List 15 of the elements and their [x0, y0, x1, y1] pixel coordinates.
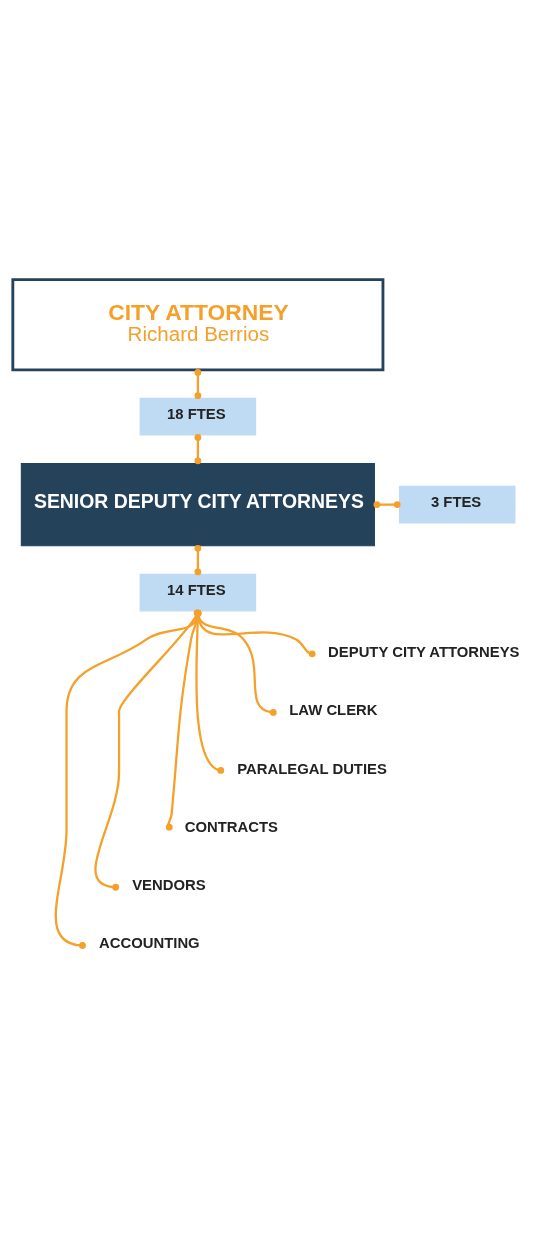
- node-text: ACCOUNTING: [99, 935, 200, 952]
- connector: [194, 434, 202, 465]
- node-text: CONTRACTS: [184, 818, 278, 835]
- node-text: PARALEGAL DUTIES: [237, 760, 387, 777]
- node-box: CITY ATTORNEY Richard Berrios: [11, 278, 385, 372]
- connector: [194, 369, 202, 400]
- node-box: 18 FTES: [139, 397, 257, 436]
- node-box: SENIOR DEPUTY CITY ATTORNEYS: [20, 462, 375, 547]
- node-text: DEPUTY CITY ATTORNEYS: [328, 644, 520, 661]
- node-text: VENDORS: [132, 877, 206, 894]
- connector: [194, 544, 202, 576]
- connector: [373, 501, 401, 509]
- node-box: 3 FTES: [398, 485, 516, 524]
- node-text: LAW CLERK: [289, 702, 378, 719]
- node-box: 14 FTES: [139, 573, 257, 612]
